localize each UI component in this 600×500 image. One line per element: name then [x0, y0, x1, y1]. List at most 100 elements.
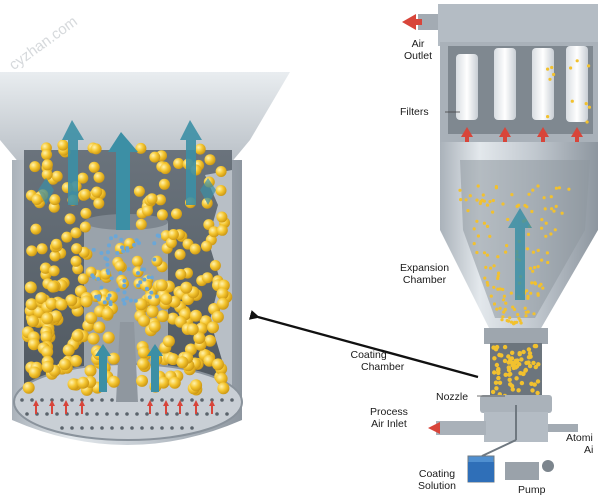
particle	[501, 315, 505, 319]
particle	[91, 186, 103, 198]
particle	[507, 377, 512, 382]
particle	[550, 207, 554, 211]
particle	[160, 426, 164, 430]
particle	[529, 291, 533, 295]
particle	[26, 245, 38, 257]
filter-bag	[566, 46, 588, 122]
particle	[93, 197, 105, 209]
particle	[216, 224, 228, 236]
particle	[157, 376, 170, 389]
particle	[122, 283, 127, 288]
particle	[485, 203, 490, 207]
particle	[554, 204, 558, 208]
particle	[105, 412, 109, 416]
pump-motor	[542, 460, 554, 472]
particle	[96, 277, 101, 281]
air-jet-arrow	[49, 400, 55, 414]
particle	[185, 412, 189, 416]
particle	[468, 194, 472, 198]
particle	[502, 344, 508, 350]
particle	[500, 318, 504, 322]
particle	[208, 226, 220, 238]
particle	[519, 357, 524, 362]
particle	[475, 219, 479, 223]
particle	[200, 398, 204, 402]
particle	[540, 218, 544, 222]
particle	[150, 398, 154, 402]
air-jet-arrow	[193, 400, 199, 414]
particle	[510, 193, 514, 197]
particle	[106, 250, 110, 255]
particle	[549, 195, 553, 199]
particle	[575, 59, 579, 63]
particle	[176, 356, 189, 369]
particle	[25, 412, 29, 416]
particle	[29, 161, 41, 173]
particle	[532, 382, 537, 387]
particle	[93, 321, 106, 334]
particle	[536, 292, 540, 296]
recirc-arrow-right	[200, 178, 216, 205]
particle	[506, 354, 511, 359]
particle	[525, 247, 530, 251]
particle	[137, 241, 141, 246]
particle	[41, 169, 53, 180]
particle	[230, 398, 234, 402]
air-outlet-arrow	[402, 14, 416, 30]
particle	[544, 221, 548, 225]
particle	[95, 412, 99, 416]
air-up-arrow	[537, 127, 549, 148]
particle	[122, 290, 127, 295]
particle	[50, 238, 62, 250]
particle	[485, 280, 489, 285]
particle	[155, 194, 166, 206]
particle	[475, 198, 479, 202]
particle	[165, 237, 177, 249]
particle	[170, 398, 174, 402]
particle	[96, 294, 101, 299]
particle	[518, 371, 523, 376]
filter-air-arrows	[461, 127, 583, 148]
particle	[458, 188, 462, 192]
particle	[85, 412, 89, 416]
particle	[140, 267, 145, 272]
particle	[502, 358, 508, 364]
particle	[149, 290, 154, 295]
particle	[546, 115, 550, 119]
particle	[482, 199, 486, 203]
particle	[102, 331, 115, 344]
particle	[162, 335, 175, 348]
particle	[225, 412, 229, 416]
particle	[543, 207, 547, 211]
filter-bags	[456, 46, 588, 122]
particle	[189, 309, 202, 322]
particle	[524, 310, 528, 314]
particle	[193, 332, 206, 344]
particle	[548, 77, 552, 81]
particle	[472, 242, 476, 246]
label-expansion-chamber: Expansion Chamber	[400, 262, 449, 286]
particle	[36, 243, 48, 255]
particle	[31, 194, 43, 205]
particle	[46, 280, 59, 293]
particle	[536, 248, 540, 252]
particle	[75, 412, 79, 416]
particle	[133, 185, 145, 197]
particle	[501, 202, 505, 206]
central-up-arrow	[108, 132, 138, 230]
fluid-bed-coater	[402, 4, 598, 483]
particle	[116, 288, 120, 293]
label-process-air-line1: Process	[370, 406, 408, 418]
particle	[493, 380, 499, 385]
label-filters: Filters	[400, 106, 429, 118]
particle	[70, 426, 74, 430]
particle	[137, 357, 150, 370]
detail-pointer-arrow	[248, 310, 479, 379]
particle	[152, 257, 157, 262]
particle	[156, 209, 168, 221]
particle	[118, 270, 123, 275]
particle	[527, 351, 533, 356]
filter-bag	[494, 48, 516, 120]
particle	[110, 426, 114, 430]
particle	[135, 412, 139, 416]
